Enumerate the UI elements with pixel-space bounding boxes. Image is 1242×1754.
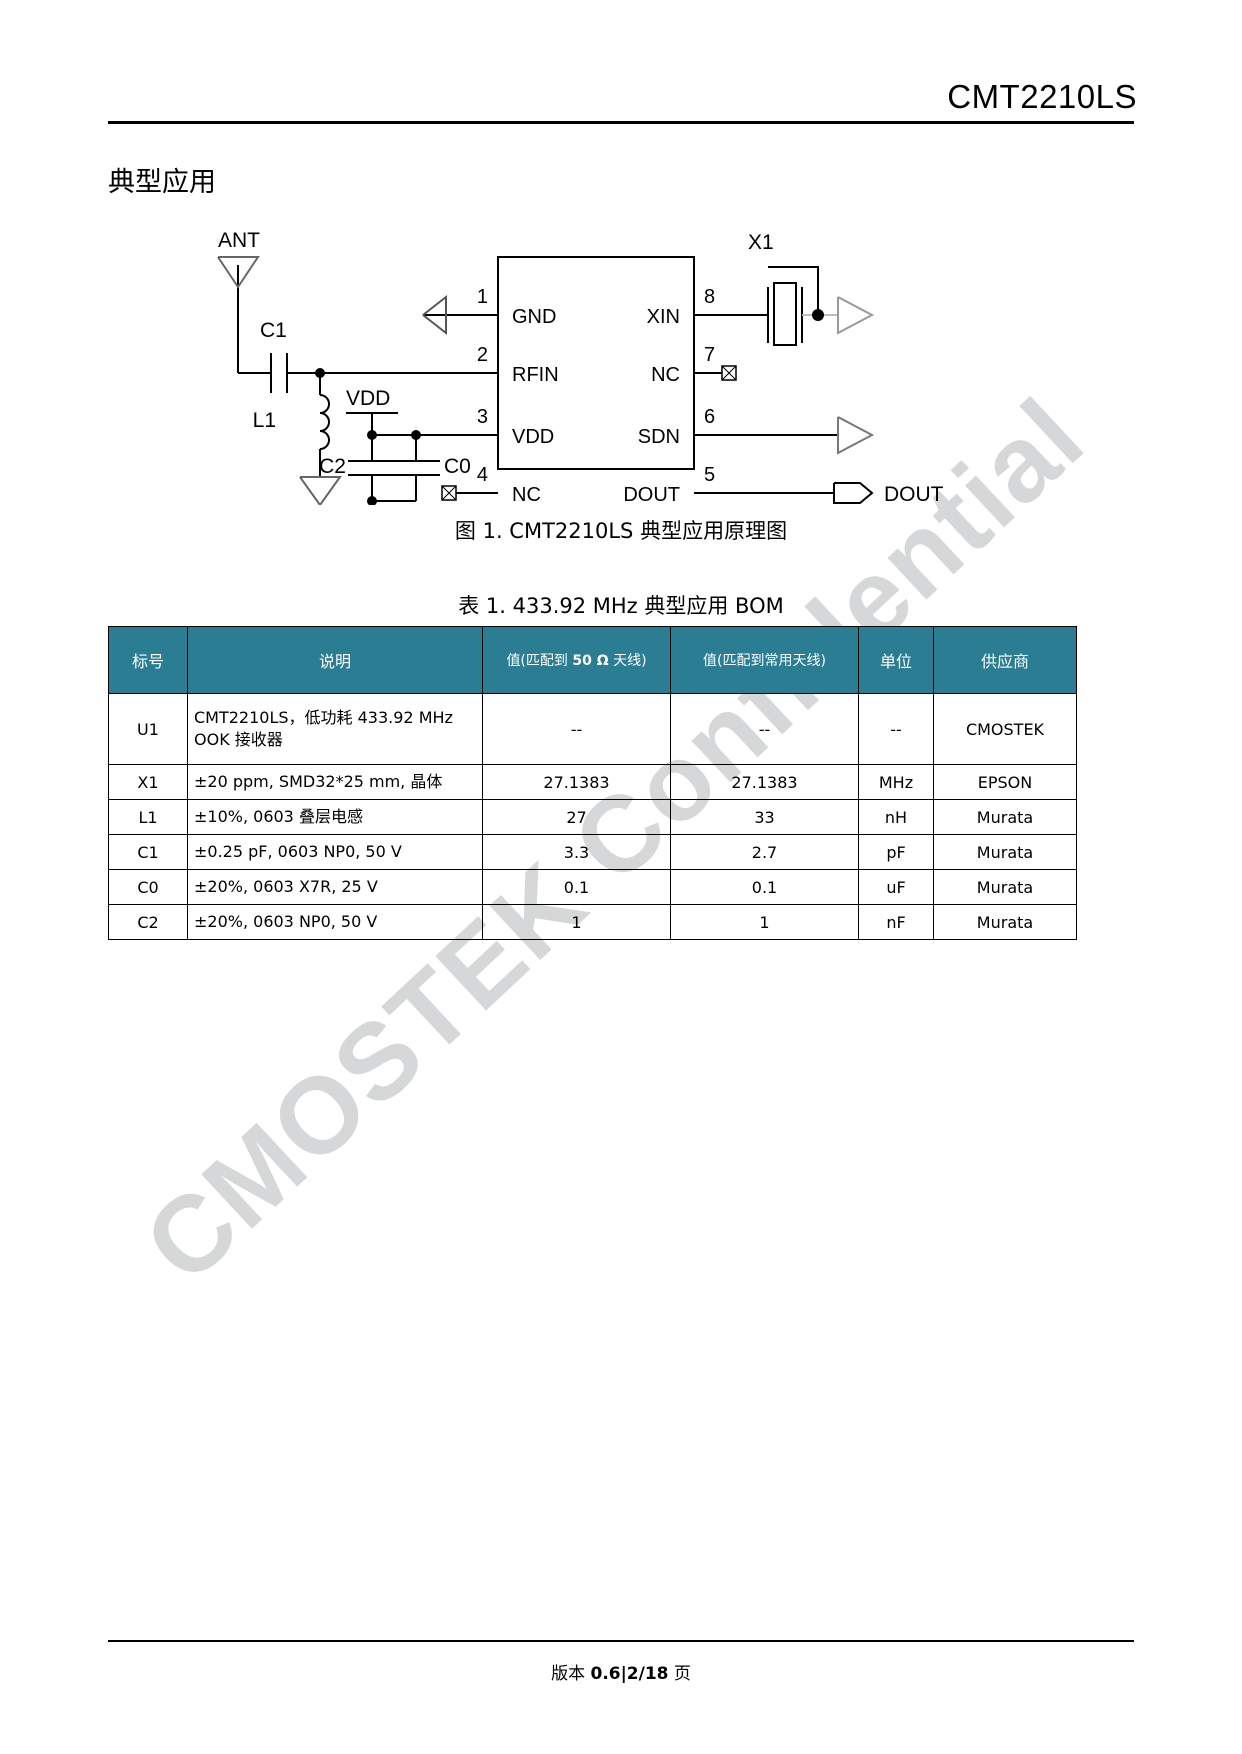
footer-divider: [108, 1640, 1134, 1642]
pin-name-vdd: VDD: [512, 426, 554, 448]
cell-desc: ±20 ppm, SMD32*25 mm, 晶体: [187, 764, 483, 800]
pin-name-gnd: GND: [512, 306, 556, 328]
value-50ohm-emphasis: 50 Ω: [572, 653, 609, 669]
cell-unit: MHz: [858, 764, 934, 800]
cell-value-50ohm: 27.1383: [482, 764, 671, 800]
cell-supplier: Murata: [933, 834, 1077, 870]
pin-name-nc-7: NC: [651, 364, 680, 386]
column-header-unit: 单位: [858, 626, 934, 694]
cell-value-50ohm: --: [482, 693, 671, 765]
cell-desc: ±20%, 0603 NP0, 50 V: [187, 904, 483, 940]
pin-name-dout: DOUT: [623, 484, 680, 505]
value-common-text: 值(匹配到常用天线): [703, 653, 826, 669]
pin-number-3: 3: [477, 406, 488, 428]
pin-number-6: 6: [704, 406, 715, 428]
cell-unit: uF: [858, 869, 934, 905]
table-row: U1 CMT2210LS，低功耗 433.92 MHz OOK 接收器 -- -…: [108, 693, 1077, 765]
cell-unit: nH: [858, 799, 934, 835]
cell-ref: C1: [108, 834, 188, 870]
label-c0: C0: [444, 455, 471, 478]
ic-body: [497, 256, 695, 470]
pin-number-2: 2: [477, 344, 488, 366]
label-c2: C2: [319, 455, 346, 478]
label-ant: ANT: [218, 229, 260, 252]
cell-value-common: 2.7: [670, 834, 859, 870]
label-c1: C1: [260, 319, 287, 342]
bom-table-container: 标号 说明 值(匹配到 50 Ω 天线) 值(匹配到常用天线) 单位 供应商 U…: [108, 626, 1077, 940]
pin-number-7: 7: [704, 344, 715, 366]
table-row: C1 ±0.25 pF, 0603 NP0, 50 V 3.3 2.7 pF M…: [108, 834, 1077, 870]
cell-desc-line2: OOK 接收器: [194, 730, 283, 749]
cell-value-common: 33: [670, 799, 859, 835]
label-x1: X1: [748, 231, 774, 254]
header-divider: [108, 121, 1134, 124]
cell-ref: U1: [108, 693, 188, 765]
section-heading: 典型应用: [108, 167, 216, 198]
cell-unit: pF: [858, 834, 934, 870]
cell-supplier: EPSON: [933, 764, 1077, 800]
cell-value-common: 1: [670, 904, 859, 940]
table-row: L1 ±10%, 0603 叠层电感 27 33 nH Murata: [108, 799, 1077, 835]
cell-unit: --: [858, 693, 934, 765]
cell-ref: C2: [108, 904, 188, 940]
pin-number-5: 5: [704, 464, 715, 486]
pin-name-rfin: RFIN: [512, 364, 559, 386]
cell-desc: ±0.25 pF, 0603 NP0, 50 V: [187, 834, 483, 870]
page-footer: 版本 0.6|2/18 页: [0, 1659, 1242, 1684]
column-header-value-50ohm: 值(匹配到 50 Ω 天线): [482, 626, 671, 694]
pin-name-xin: XIN: [647, 306, 680, 328]
cell-supplier: Murata: [933, 904, 1077, 940]
table-header-row: 标号 说明 值(匹配到 50 Ω 天线) 值(匹配到常用天线) 单位 供应商: [108, 626, 1077, 694]
bom-table-body: U1 CMT2210LS，低功耗 433.92 MHz OOK 接收器 -- -…: [108, 693, 1077, 940]
bom-table-head: 标号 说明 值(匹配到 50 Ω 天线) 值(匹配到常用天线) 单位 供应商: [108, 626, 1077, 694]
cell-desc-line1: CMT2210LS，低功耗 433.92 MHz: [194, 708, 453, 728]
column-header-supplier: 供应商: [933, 626, 1077, 694]
cell-desc: ±20%, 0603 X7R, 25 V: [187, 869, 483, 905]
cell-supplier: CMOSTEK: [933, 693, 1077, 765]
column-header-desc: 说明: [187, 626, 483, 694]
pin-name-sdn: SDN: [638, 426, 680, 448]
cell-value-common: 27.1383: [670, 764, 859, 800]
value-50ohm-suffix: 天线): [608, 653, 647, 669]
column-header-ref: 标号: [108, 626, 188, 694]
page-header-title: CMT2210LS: [947, 78, 1137, 115]
cell-value-50ohm: 0.1: [482, 869, 671, 905]
pin-name-nc-4: NC: [512, 484, 541, 505]
label-dout-net: DOUT: [884, 483, 944, 505]
table-caption: 表 1. 433.92 MHz 典型应用 BOM: [458, 594, 784, 618]
cell-unit: nF: [858, 904, 934, 940]
table-row: C2 ±20%, 0603 NP0, 50 V 1 1 nF Murata: [108, 904, 1077, 940]
pin-number-4: 4: [477, 464, 488, 486]
table-row: X1 ±20 ppm, SMD32*25 mm, 晶体 27.1383 27.1…: [108, 764, 1077, 800]
cell-ref: C0: [108, 869, 188, 905]
footer-version-label: 版本: [551, 1664, 591, 1684]
cell-supplier: Murata: [933, 869, 1077, 905]
footer-page-suffix: 页: [668, 1664, 691, 1684]
bom-table: 标号 说明 值(匹配到 50 Ω 天线) 值(匹配到常用天线) 单位 供应商 U…: [108, 626, 1077, 940]
pin-number-1: 1: [477, 286, 488, 308]
cell-desc: CMT2210LS，低功耗 433.92 MHz OOK 接收器: [187, 693, 483, 765]
cell-ref: L1: [108, 799, 188, 835]
cell-value-50ohm: 27: [482, 799, 671, 835]
value-50ohm-prefix: 值(匹配到: [506, 653, 573, 669]
cell-supplier: Murata: [933, 799, 1077, 835]
label-vdd-net: VDD: [346, 387, 390, 410]
cell-value-50ohm: 3.3: [482, 834, 671, 870]
pin-number-8: 8: [704, 286, 715, 308]
cell-value-50ohm: 1: [482, 904, 671, 940]
column-header-value-common: 值(匹配到常用天线): [670, 626, 859, 694]
cell-desc: ±10%, 0603 叠层电感: [187, 799, 483, 835]
cell-value-common: 0.1: [670, 869, 859, 905]
cell-ref: X1: [108, 764, 188, 800]
application-schematic: ANT C1 L1 C2 C0 VDD X1 DOUT 1 2 3 4 GND …: [108, 205, 1134, 505]
figure-caption: 图 1. CMT2210LS 典型应用原理图: [454, 519, 788, 543]
table-row: C0 ±20%, 0603 X7R, 25 V 0.1 0.1 uF Murat…: [108, 869, 1077, 905]
label-l1: L1: [253, 409, 276, 432]
footer-version-value: 0.6|2/18: [590, 1664, 669, 1684]
cell-value-common: --: [670, 693, 859, 765]
